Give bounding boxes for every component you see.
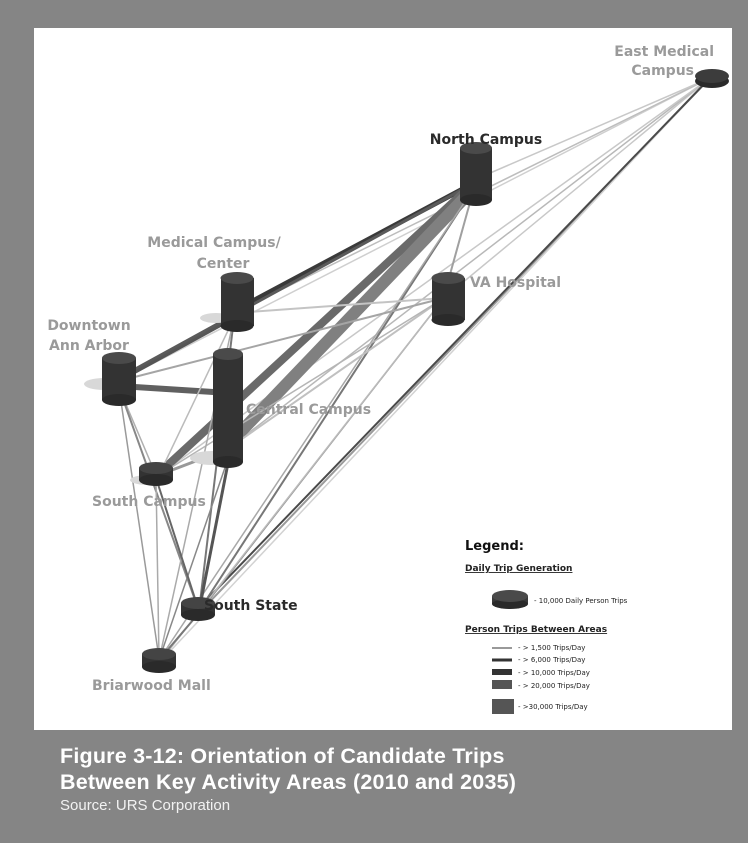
label-south-state: South State — [204, 598, 298, 614]
legend-swatch-5 — [492, 699, 514, 714]
legend-flow-2: - > 6,000 Trips/Day — [518, 656, 585, 664]
flow-line — [118, 297, 445, 382]
cylinder-south-state — [181, 597, 215, 621]
figure-title-line-2: Between Key Activity Areas (2010 and 203… — [60, 770, 517, 794]
flow-line — [443, 77, 711, 299]
flow-line — [193, 77, 711, 614]
flow-line — [118, 383, 230, 396]
legend-swatch-4 — [492, 680, 512, 689]
cylinder-va-hospital — [431, 272, 465, 326]
flow-line — [155, 477, 200, 612]
label-south-campus: South Campus — [92, 494, 206, 510]
flow-line — [118, 77, 711, 382]
cylinder-north-campus — [460, 142, 492, 206]
flow-line — [158, 77, 711, 664]
flow-line — [233, 297, 445, 314]
flow-line — [228, 77, 711, 449]
figure-caption: Figure 3-12: Orientation of Candidate Tr… — [60, 743, 740, 814]
flow-line — [158, 187, 475, 661]
flow-line — [118, 316, 235, 383]
node-cylinders — [102, 69, 729, 673]
label-north-campus: North Campus — [430, 132, 542, 148]
flow-line — [228, 297, 445, 449]
flow-line — [118, 387, 160, 659]
label-briarwood: Briarwood Mall — [92, 678, 211, 694]
flow-line — [198, 187, 475, 612]
map-panel — [34, 28, 732, 730]
flow-lines — [118, 77, 711, 664]
label-downtown-2: Ann Arbor — [49, 338, 129, 354]
label-east-medical-1: East Medical — [614, 44, 714, 60]
label-east-medical-2: Campus — [631, 63, 694, 79]
flow-line — [155, 477, 160, 659]
cylinder-east-medical — [695, 69, 729, 88]
flow-line — [473, 77, 711, 181]
legend-swatch-3 — [492, 669, 512, 675]
legend-between-heading: Person Trips Between Areas — [465, 625, 607, 635]
label-medical-campus-1: Medical Campus/ — [147, 235, 281, 251]
label-medical-campus-2: Center — [197, 256, 250, 272]
legend: Legend: Daily Trip Generation - 10,000 D… — [465, 539, 628, 714]
legend-flow-5: - >30,000 Trips/Day — [518, 703, 588, 711]
flow-line — [118, 387, 200, 612]
label-va-hospital: VA Hospital — [470, 275, 561, 291]
figure-source: Source: URS Corporation — [60, 797, 231, 814]
cylinder-central-campus — [213, 348, 243, 468]
legend-trip-generation-heading: Daily Trip Generation — [465, 564, 572, 574]
flow-line — [158, 317, 235, 476]
legend-heading: Legend: — [465, 539, 524, 554]
legend-flow-1: - > 1,500 Trips/Day — [518, 644, 585, 652]
cylinder-medical-campus — [220, 272, 254, 332]
figure-title-line-1: Figure 3-12: Orientation of Candidate Tr… — [60, 744, 505, 768]
flow-line — [197, 452, 232, 612]
legend-flow-4: - > 20,000 Trips/Day — [518, 682, 590, 690]
cylinder-briarwood — [142, 648, 176, 673]
cylinder-south-campus — [139, 462, 173, 486]
legend-trip-generation-item: - 10,000 Daily Person Trips — [534, 597, 628, 605]
legend-trip-generation-symbol — [492, 590, 528, 609]
label-downtown-1: Downtown — [47, 318, 130, 334]
cylinder-downtown — [102, 352, 136, 406]
trip-diagram: East Medical Campus North Campus Medical… — [47, 44, 729, 714]
flow-line — [225, 183, 479, 448]
node-labels: East Medical Campus North Campus Medical… — [47, 44, 714, 694]
flow-line — [153, 180, 477, 479]
legend-flow-3: - > 10,000 Trips/Day — [518, 669, 590, 677]
flow-line — [158, 452, 231, 661]
flow-line — [118, 181, 475, 380]
label-central-campus: Central Campus — [246, 402, 371, 418]
